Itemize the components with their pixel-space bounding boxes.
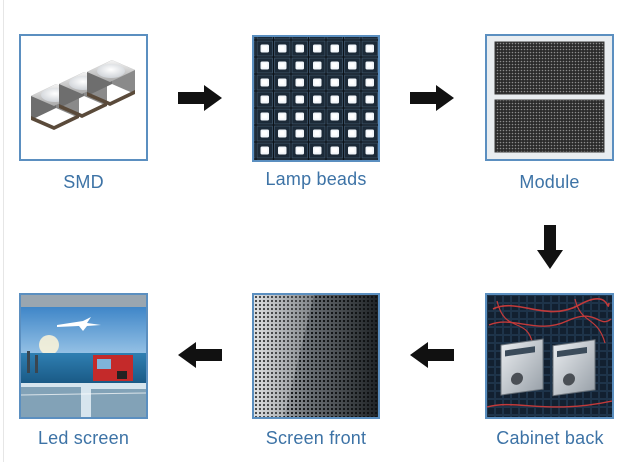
cabinet-back-image [485, 293, 614, 419]
cabinet-back-label: Cabinet back [496, 428, 604, 448]
module-label: Module [519, 172, 580, 192]
led-screen-label: Led screen [37, 428, 130, 448]
arrow-right-icon [176, 83, 224, 113]
smd-image [19, 34, 148, 161]
screen-front-label: Screen front [265, 428, 367, 448]
lamp-beads-image [252, 35, 380, 162]
screen-front-image [252, 293, 380, 419]
arrow-down-icon [535, 223, 565, 271]
page-divider [3, 0, 4, 462]
arrow-right-icon [408, 83, 456, 113]
led-screen-image [19, 293, 148, 419]
arrow-left-icon [176, 340, 224, 370]
smd-label: SMD [63, 172, 104, 192]
arrow-left-icon [408, 340, 456, 370]
lamp-beads-label: Lamp beads [265, 169, 367, 189]
module-image [485, 34, 614, 161]
